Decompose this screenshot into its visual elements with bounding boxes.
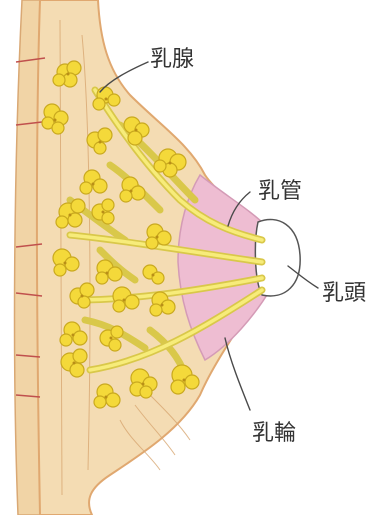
nipple (255, 219, 300, 295)
duct-label: 乳管 (258, 179, 302, 204)
nipple-label: 乳頭 (322, 281, 366, 306)
areola-label: 乳輪 (252, 421, 296, 446)
areola-leader-line (225, 338, 250, 410)
gland-label: 乳腺 (150, 47, 194, 72)
